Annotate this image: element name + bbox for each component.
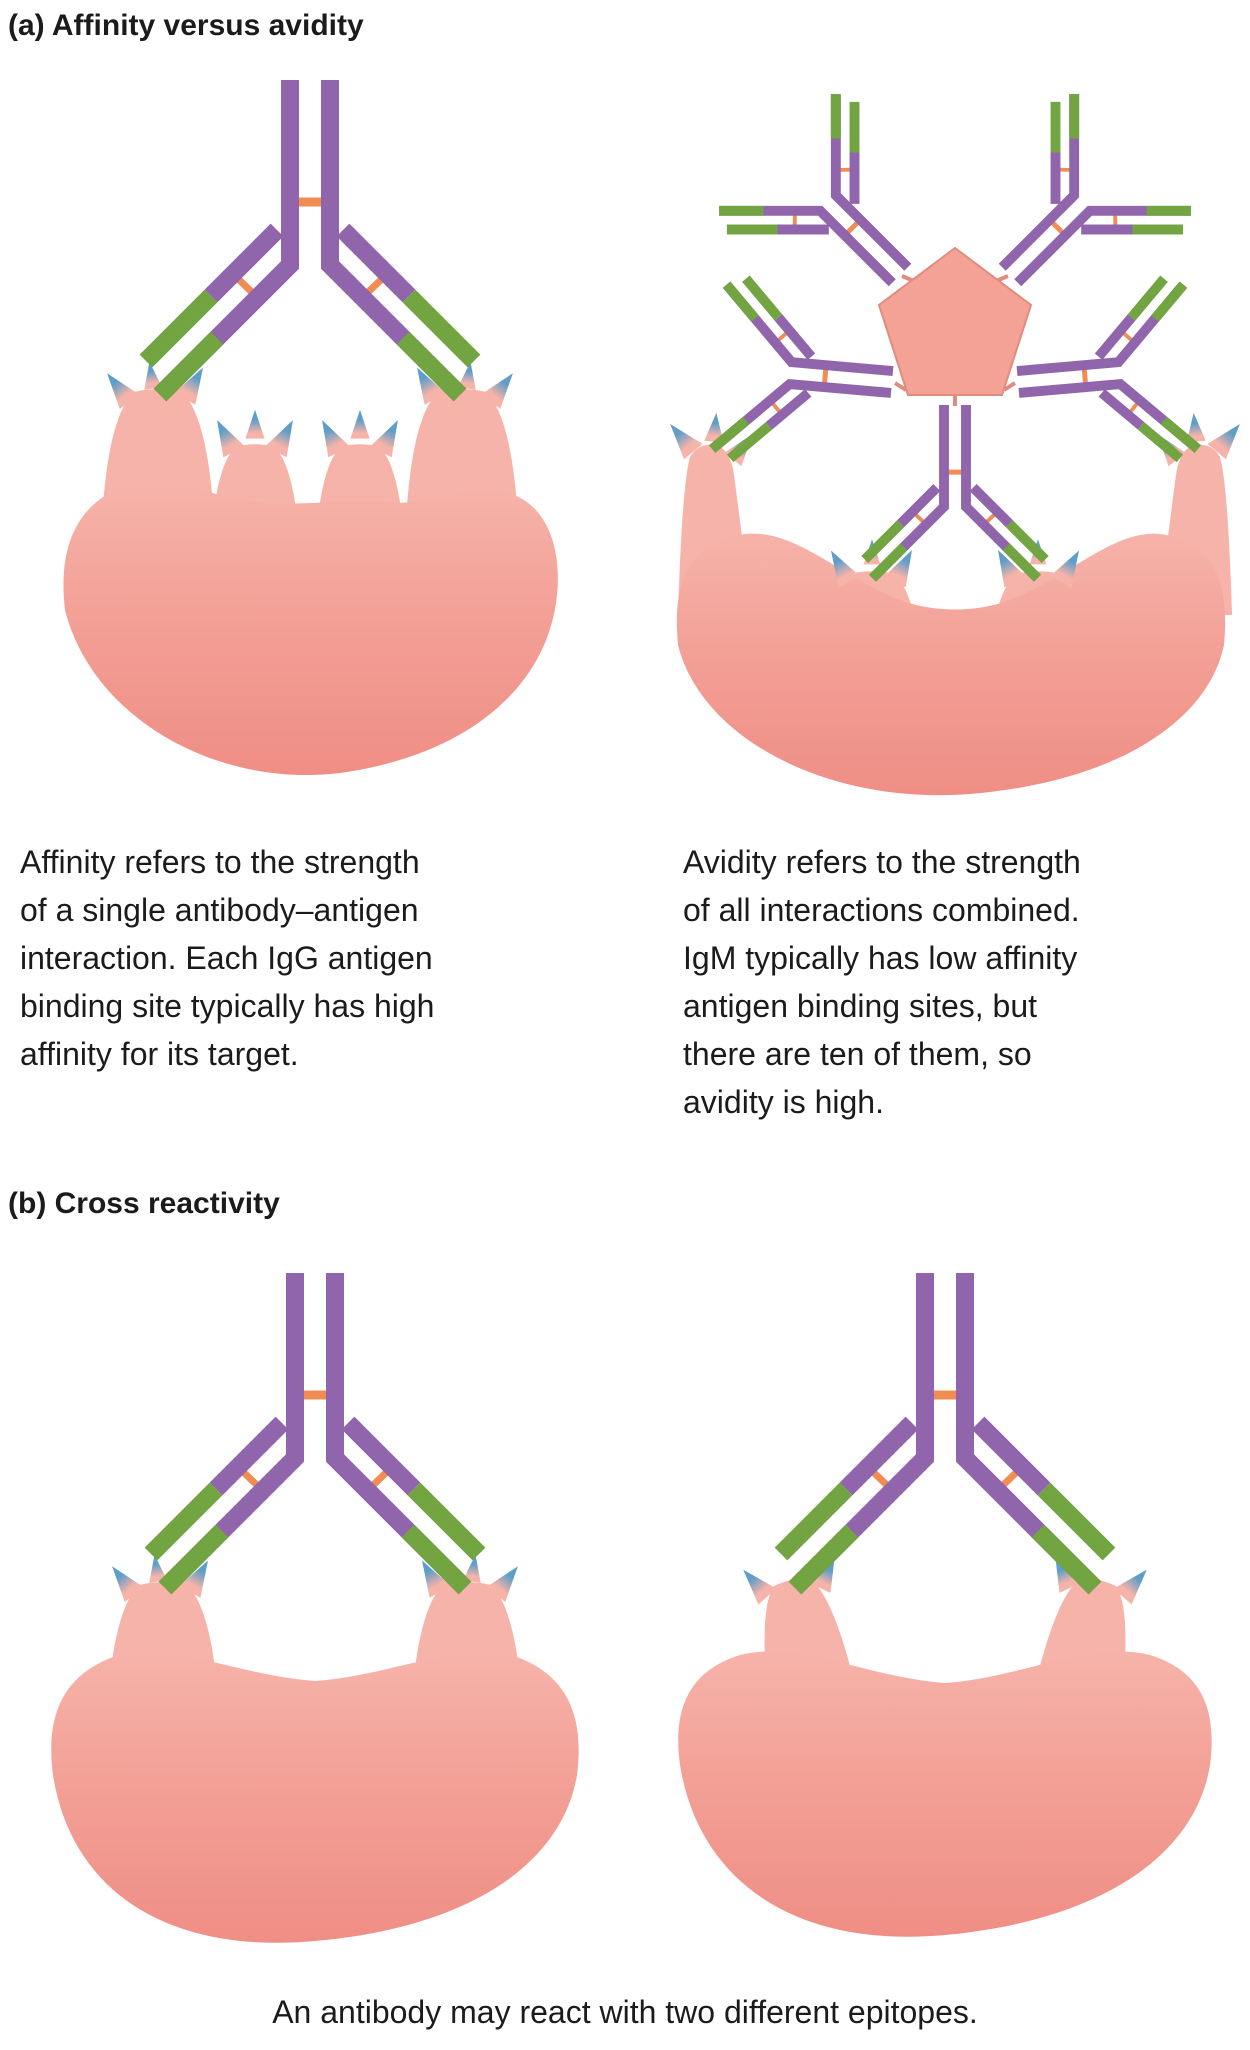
igg-antibody xyxy=(146,80,474,395)
igm-avidity-figure xyxy=(660,60,1250,796)
antigen xyxy=(51,1553,579,1943)
igm-pentamer xyxy=(712,89,1199,579)
igm-j-chain-core xyxy=(877,246,1033,396)
cross-reactivity-figure-right xyxy=(678,1245,1212,1937)
igg-affinity-figure xyxy=(63,55,558,775)
cross-reactivity-figure-left xyxy=(51,1245,579,1943)
section-b-title: (b) Cross reactivity xyxy=(8,1187,280,1220)
igg-antibody xyxy=(781,1273,1109,1588)
antigen xyxy=(678,1556,1212,1937)
avidity-description: Avidity refers to the strength of all in… xyxy=(683,844,1081,1120)
antigen xyxy=(660,412,1250,796)
section-a-title: (a) Affinity versus avidity xyxy=(8,9,364,42)
antigen xyxy=(63,360,558,775)
igg-antibody xyxy=(151,1273,479,1588)
cross-reactivity-caption: An antibody may react with two different… xyxy=(272,1994,978,2030)
affinity-description: Affinity refers to the strength of a sin… xyxy=(20,844,435,1072)
